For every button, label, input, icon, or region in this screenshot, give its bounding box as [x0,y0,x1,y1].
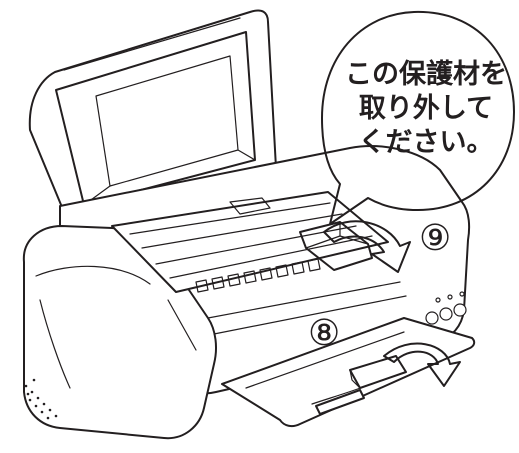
callout-bubble [321,10,515,225]
removal-arrow-9 [323,220,411,273]
step-9-label: ⑨ [419,218,452,259]
callout-line-1: この保護材を [345,59,507,90]
removal-arrow-8 [383,342,461,387]
printer-open-cover [28,9,277,228]
callout-line-3: ください。 [358,127,494,158]
callout-line-2: 取り外して [358,93,494,124]
ink-cartridges [195,258,321,293]
control-panel-buttons [425,291,467,325]
speaker-grille [24,378,58,420]
callout-text: この保護材を 取り外して ください。 [343,58,509,160]
step-8-label: ⑧ [308,313,341,354]
tray-protective-material [349,355,407,389]
output-tray [221,317,476,428]
